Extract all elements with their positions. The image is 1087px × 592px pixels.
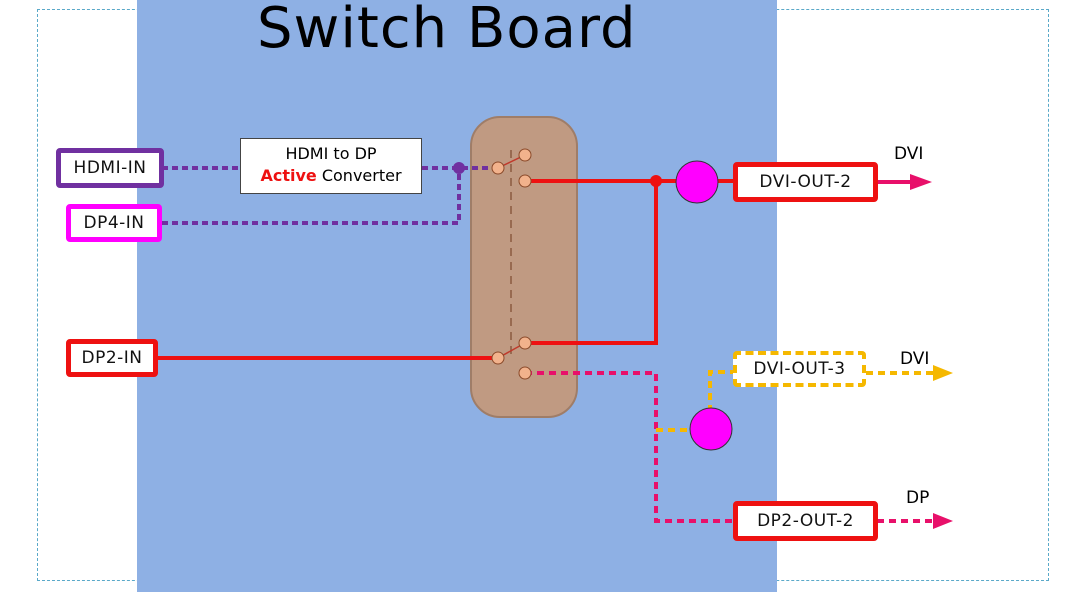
magenta-node-bottom	[689, 407, 733, 451]
dp4-in-line	[162, 168, 461, 225]
purple-junction-dot	[453, 162, 465, 174]
converter-line-1: HDMI to DP	[285, 144, 377, 163]
contact-bottom-2	[518, 366, 532, 380]
dvi-mid-label: DVI	[900, 349, 930, 369]
red-junction-dot	[650, 175, 662, 187]
dp-arrow-head	[933, 513, 953, 529]
switch-bottom-to-top-line	[525, 181, 658, 345]
dp2-out-2-port: DP2-OUT-2	[733, 501, 878, 541]
converter-rest-word: Converter	[316, 166, 402, 185]
dvi-top-arrow-head	[910, 174, 932, 190]
dvi-out-3-port: DVI-OUT-3	[733, 351, 866, 387]
dvi-mid-arrow-head	[933, 365, 953, 381]
contact-bottom-common	[491, 351, 505, 365]
contact-top-common	[491, 161, 505, 175]
dvi-top-label: DVI	[894, 144, 924, 164]
dvi-out-2-port: DVI-OUT-2	[733, 162, 878, 202]
dp2-in-port: DP2-IN	[66, 339, 158, 377]
hdmi-to-dp-converter: HDMI to DP Active Converter	[240, 138, 422, 194]
dp4-in-port: DP4-IN	[66, 204, 162, 242]
diagram-title: Switch Board	[257, 0, 637, 61]
magenta-node-top	[675, 160, 719, 204]
dp-bottom-label: DP	[906, 488, 930, 508]
contact-bottom-1	[518, 336, 532, 350]
hdmi-in-port: HDMI-IN	[56, 148, 164, 188]
contact-top-2	[518, 174, 532, 188]
converter-active-word: Active	[260, 166, 317, 185]
switch-board-background	[137, 0, 777, 592]
contact-top-1	[518, 148, 532, 162]
pink-path-line	[525, 371, 735, 523]
converter-line-2: Active Converter	[241, 165, 421, 187]
